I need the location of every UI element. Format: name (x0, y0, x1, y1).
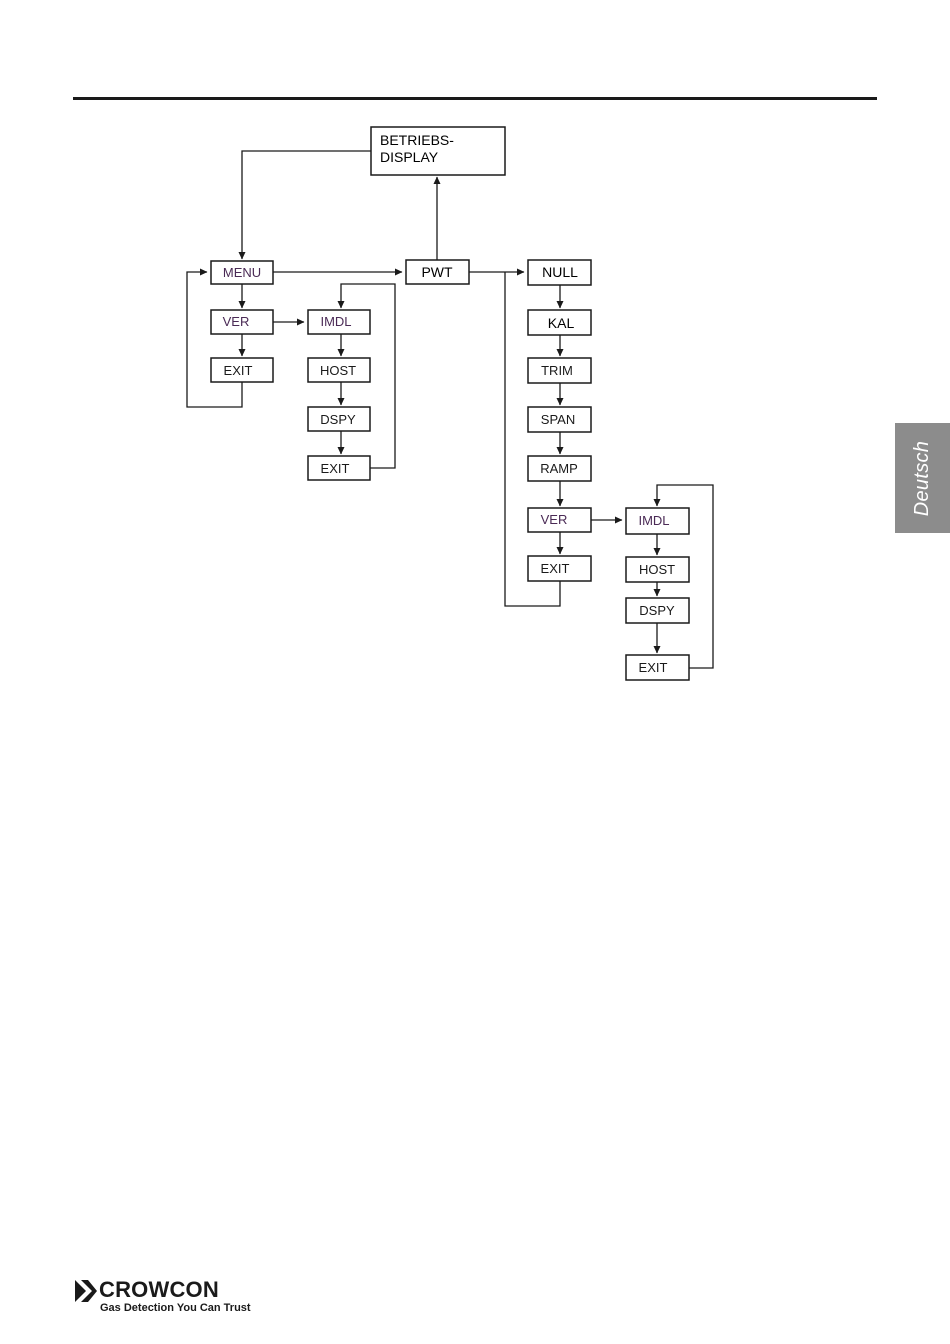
svg-text:NULL: NULL (542, 264, 578, 280)
crowcon-logo-icon (75, 1280, 97, 1302)
language-tab[interactable]: Deutsch (895, 423, 950, 533)
svg-text:KAL: KAL (548, 315, 575, 331)
box-betriebs-display: BETRIEBS- DISPLAY (371, 127, 505, 175)
box-span: SPAN (528, 407, 591, 432)
box-kal: KAL (528, 310, 591, 335)
box-betriebs-line2: DISPLAY (380, 149, 439, 165)
box-imdl-right: IMDL (626, 508, 689, 534)
svg-text:HOST: HOST (320, 363, 356, 378)
box-imdl-left: IMDL (308, 310, 370, 334)
box-exit-right: EXIT (528, 556, 591, 581)
box-dspy-right: DSPY (626, 598, 689, 623)
connectors (187, 151, 713, 668)
box-menu: MENU (211, 261, 273, 284)
svg-text:IMDL: IMDL (638, 513, 669, 528)
svg-text:SPAN: SPAN (541, 412, 575, 427)
svg-text:PWT: PWT (421, 264, 453, 280)
box-dspy-left: DSPY (308, 407, 370, 431)
svg-text:EXIT: EXIT (224, 363, 253, 378)
connector-display-to-menu (242, 151, 371, 259)
svg-text:TRIM: TRIM (541, 363, 573, 378)
box-pwt: PWT (406, 260, 469, 284)
box-ramp: RAMP (528, 456, 591, 481)
box-ver-right: VER (528, 508, 591, 532)
svg-text:IMDL: IMDL (320, 314, 351, 329)
svg-text:EXIT: EXIT (541, 561, 570, 576)
svg-text:VER: VER (223, 314, 250, 329)
svg-text:VER: VER (541, 512, 568, 527)
box-exit-left: EXIT (211, 358, 273, 382)
connector-exit-loop-to-menu (187, 272, 242, 407)
box-null: NULL (528, 260, 591, 285)
brand-name: CROWCON (99, 1277, 219, 1303)
brand-tagline: Gas Detection You Can Trust (100, 1302, 251, 1314)
svg-text:EXIT: EXIT (321, 461, 350, 476)
svg-text:DSPY: DSPY (320, 412, 356, 427)
svg-text:DSPY: DSPY (639, 603, 675, 618)
box-trim: TRIM (528, 358, 591, 383)
box-ver-left: VER (211, 310, 273, 334)
box-host-left: HOST (308, 358, 370, 382)
language-tab-label: Deutsch (911, 440, 934, 515)
box-exit-right-sub: EXIT (626, 655, 689, 680)
svg-text:HOST: HOST (639, 562, 675, 577)
box-betriebs-line1: BETRIEBS- (380, 132, 454, 148)
box-exit-left-sub: EXIT (308, 456, 370, 480)
svg-text:MENU: MENU (223, 265, 261, 280)
crowcon-logo: CROWCON Gas Detection You Can Trust (75, 1279, 265, 1319)
svg-text:EXIT: EXIT (639, 660, 668, 675)
box-host-right: HOST (626, 557, 689, 582)
svg-text:RAMP: RAMP (540, 461, 578, 476)
